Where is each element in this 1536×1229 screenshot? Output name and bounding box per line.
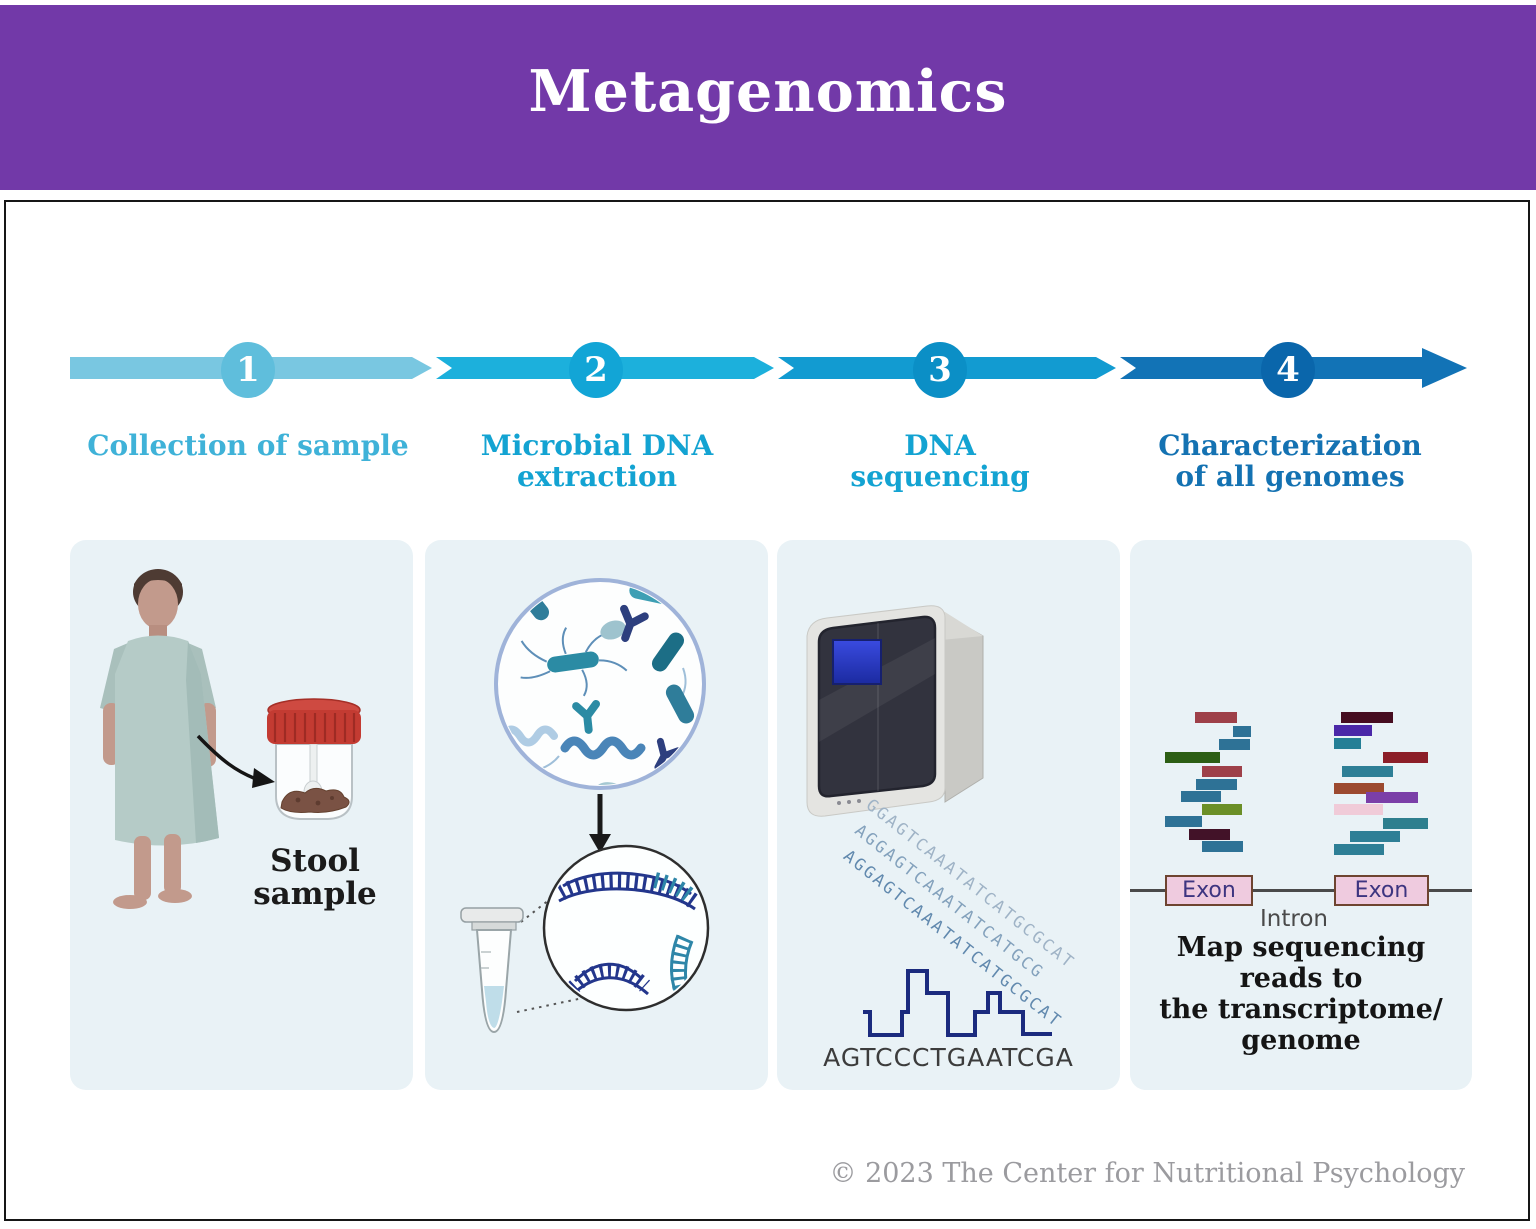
header-band: [0, 5, 1536, 190]
sequencing-read: [1202, 766, 1242, 777]
panel-sequencing: GGAGTCAAATATCATGCGCAT AGGAGTCAAATATCATGC…: [777, 540, 1120, 1090]
panel-characterization: Exon Exon Intron Map sequencing reads to…: [1130, 540, 1472, 1090]
microtube-illustration: [460, 891, 584, 1034]
sequencing-read: [1342, 766, 1393, 777]
sequencing-read: [1334, 804, 1383, 815]
copyright-text: © 2023 The Center for Nutritional Psycho…: [829, 1158, 1465, 1189]
signal-trace-illustration: [863, 969, 1052, 1037]
intron-label: Intron: [1260, 906, 1328, 932]
collection-illustration: [100, 569, 361, 909]
step-number: 1: [236, 350, 260, 390]
exon-box-left: Exon: [1165, 875, 1253, 906]
sequencing-read: [1383, 752, 1428, 763]
sequencing-read: [1195, 712, 1237, 723]
sequencing-read: [1334, 783, 1384, 794]
dna-magnifier-illustration: [542, 844, 710, 1012]
sequencing-read: [1165, 752, 1220, 763]
step-label-sequencing: DNA sequencing: [850, 429, 1030, 493]
exon-label: Exon: [1354, 878, 1409, 903]
exon-label: Exon: [1182, 878, 1236, 903]
gene-line: [1130, 889, 1472, 892]
process-timeline: 1 2 3 4: [70, 340, 1470, 402]
sequencing-read: [1334, 738, 1361, 749]
sequencing-read: [1334, 844, 1384, 855]
panel-collection: Stool sample: [70, 540, 413, 1090]
step-number: 3: [928, 350, 952, 390]
step-circle-4: 4: [1261, 342, 1315, 398]
panel-extraction: [425, 540, 768, 1090]
sequencing-read: [1341, 712, 1393, 723]
stool-caption: Stool sample: [253, 843, 377, 912]
curved-arrow-icon: [196, 734, 275, 788]
reads-layer: [1130, 540, 1472, 1090]
exon-box-right: Exon: [1334, 875, 1429, 906]
page-title: Metagenomics: [528, 58, 1008, 125]
sequencing-read: [1366, 792, 1418, 803]
patient-illustration: [100, 569, 219, 909]
sequencing-illustration: [806, 605, 1052, 1037]
step-label-extraction: Microbial DNA extraction: [480, 429, 714, 493]
sequencing-read: [1202, 804, 1242, 815]
step-label-collection: Collection of sample: [87, 429, 409, 462]
mapping-caption: Map sequencing reads to the transcriptom…: [1159, 932, 1443, 1056]
step-circle-3: 3: [913, 342, 967, 398]
step-circle-1: 1: [221, 342, 275, 398]
sequencing-read: [1350, 831, 1400, 842]
sequencer-illustration: [806, 605, 984, 817]
step-number: 2: [584, 350, 608, 390]
sequencing-read: [1196, 779, 1237, 790]
down-arrow-icon: [589, 794, 611, 853]
sequencing-read: [1165, 816, 1202, 827]
step-circle-2: 2: [569, 342, 623, 398]
sequencing-read: [1181, 791, 1221, 802]
sequencing-read: [1189, 829, 1230, 840]
sequencing-read: [1334, 725, 1372, 736]
microbes-circle-illustration: [494, 578, 706, 790]
arrowhead-icon: [1422, 348, 1467, 388]
step-label-characterization: Characterization of all genomes: [1158, 429, 1422, 493]
sequencing-read: [1202, 841, 1243, 852]
sequencing-read: [1219, 739, 1250, 750]
dna-sequence-label: AGTCCCTGAATCGA: [823, 1043, 1074, 1072]
step-number: 4: [1276, 350, 1300, 390]
sequencing-read: [1233, 726, 1251, 737]
sequencing-read: [1383, 818, 1428, 829]
extraction-illustration: [460, 578, 710, 1034]
stool-jar-illustration: [267, 698, 361, 820]
